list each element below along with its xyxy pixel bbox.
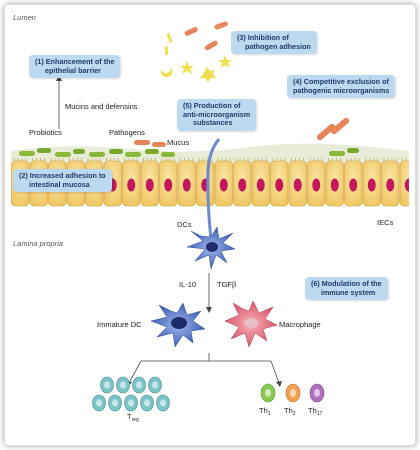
mechanism-5-line3: substances [193, 118, 233, 128]
dcs-label: DCs [177, 220, 192, 229]
macrophage-label: Macrophage [279, 320, 321, 329]
mechanism-6-line2: immune system [321, 287, 376, 297]
treg-label-sub: reg [131, 417, 139, 423]
epithelial-cell [399, 160, 409, 207]
mechanism-5-line2: anti-microorganism [183, 109, 251, 119]
treg-label-main: T [127, 412, 132, 421]
mechanism-3-line2: pathogen adhesion [245, 41, 311, 51]
th17-label-sub: 17 [316, 411, 323, 417]
cell-nucleus [330, 178, 339, 192]
th1-label-main: Th [259, 406, 268, 415]
mucins-label: Mucins and defensins [65, 102, 138, 111]
probiotic-bacteria [19, 148, 359, 157]
treg-cells [92, 376, 170, 412]
mechanism-2-box: (2) Increased adhesion to intestinal muc… [13, 169, 112, 193]
dc-dendrite [206, 138, 221, 240]
mechanism-3-box: (3) Inhibition of pathogen adhesion [231, 31, 317, 55]
mechanism-2-line1: (2) Increased adhesion to [19, 171, 106, 180]
pathogens-label: Pathogens [109, 128, 145, 137]
th1-label-sub: 1 [267, 411, 271, 417]
mechanism-5-line1: (5) Production of [183, 101, 241, 110]
cell-nucleus [256, 178, 265, 192]
mechanism-6-line1: (6) Modulation of the [311, 279, 382, 288]
cell-nucleus [386, 178, 395, 192]
mechanism-4-line1: (4) Competitive exclusion of [293, 77, 389, 86]
th17-label-main: Th [308, 406, 317, 415]
immature-dc-label: Immature DC [97, 320, 142, 329]
il10-label: IL-10 [179, 280, 197, 289]
cell-nucleus [275, 178, 284, 192]
probiotics-label: Probiotics [29, 128, 62, 137]
th-cells [260, 383, 325, 403]
mechanism-1-line1: (1) Enhancement of the [35, 57, 115, 66]
mechanism-2-line2: intestinal mucosa [29, 179, 90, 189]
tgfb-label: TGFβ [217, 280, 237, 289]
mechanism-1-box: (1) Enhancement of the epithelial barrie… [29, 55, 121, 79]
cell-nucleus [145, 178, 154, 192]
cell-nucleus [182, 178, 191, 192]
th2-label-sub: 2 [292, 411, 296, 417]
mechanism-4-line2: pathogenic microorganisms [293, 85, 390, 95]
mechanism-1-line2: epithelial barrier [45, 65, 101, 75]
th17-label: Th17 [308, 406, 323, 418]
cell-nucleus [367, 178, 376, 192]
th1-label: Th1 [259, 406, 271, 418]
lamina-propria-label: Lamina propria [13, 239, 64, 248]
mechanism-3-line1: (3) Inhibition of [237, 33, 289, 42]
cell-nucleus [404, 178, 409, 192]
mechanism-4-box: (4) Competitive exclusion of pathogenic … [287, 75, 396, 99]
cell-nucleus [127, 178, 136, 192]
pathogen-bacteria [134, 140, 166, 147]
figure-frame: Lumen Lamina propria (1) Enhancement of … [4, 4, 416, 446]
antimicrobial-substances [160, 21, 232, 82]
th2-label: Th2 [284, 406, 296, 418]
iecs-label: IECs [377, 218, 394, 227]
immature-dc [150, 302, 206, 348]
cell-nucleus [164, 178, 173, 192]
th2-label-main: Th [284, 406, 293, 415]
treg-label: Treg [127, 412, 139, 424]
cell-nucleus [312, 178, 321, 192]
lumen-label: Lumen [13, 13, 36, 22]
macrophage-cell [224, 300, 278, 348]
cell-nucleus [238, 178, 247, 192]
mechanism-5-box: (5) Production of anti-microorganism sub… [177, 99, 257, 131]
cell-nucleus [349, 178, 358, 192]
mechanism-6-box: (6) Modulation of the immune system [305, 277, 388, 301]
dendritic-cell [186, 226, 236, 270]
cell-nucleus [293, 178, 302, 192]
differentiation-bracket [128, 353, 280, 384]
cell-nucleus [219, 178, 228, 192]
mucus-label: Mucus [167, 138, 190, 147]
probiotic-mechanisms-diagram: Lumen Lamina propria (1) Enhancement of … [11, 11, 409, 439]
competitive-pathogens [316, 117, 350, 141]
